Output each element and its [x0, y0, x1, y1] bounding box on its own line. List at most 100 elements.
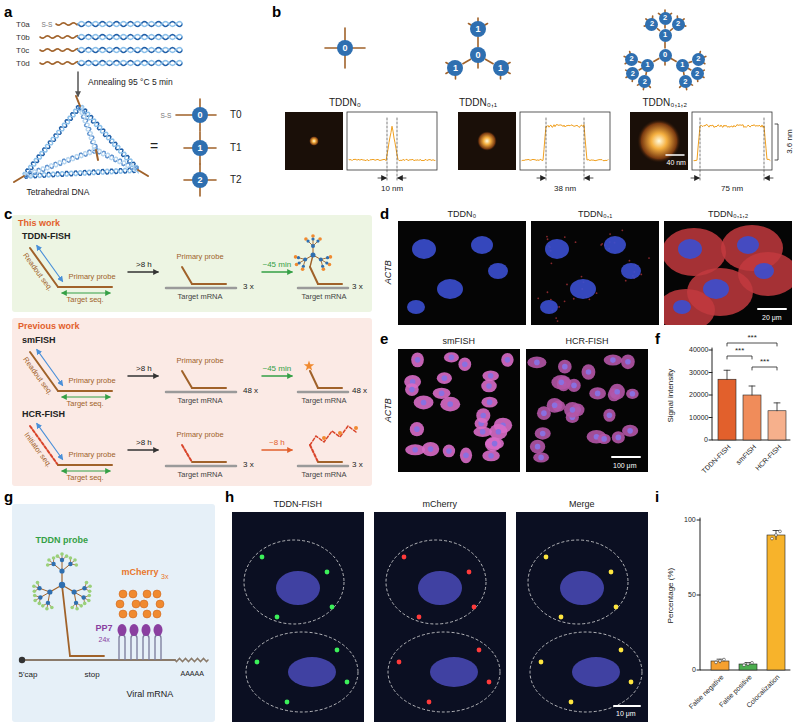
tree-joint — [82, 586, 86, 590]
nucleus — [437, 279, 463, 299]
copy-number: 3x — [161, 573, 168, 581]
data-point — [715, 661, 718, 664]
signal-dot — [581, 276, 583, 278]
panel-letter: h — [225, 488, 234, 505]
tetrahedron-edge — [95, 149, 138, 171]
nucleus — [625, 359, 631, 365]
cell-outline — [386, 540, 486, 624]
cell-body — [603, 409, 615, 422]
cell-body — [738, 252, 792, 296]
tree-joint — [72, 589, 77, 594]
scale-bar-label: 40 nm — [667, 159, 686, 167]
mrna-strand — [298, 287, 348, 290]
tree-joint — [37, 586, 41, 590]
mcherry-protein — [143, 590, 151, 598]
process-arrow — [77, 72, 79, 96]
cell-body — [609, 384, 624, 400]
rna-spot — [614, 605, 619, 610]
nucleus — [545, 239, 569, 259]
target-strand — [192, 387, 226, 389]
panel-letter: c — [4, 205, 12, 222]
sequence-label: Target seq. — [67, 400, 104, 409]
nucleus — [604, 236, 626, 254]
data-point — [743, 664, 746, 667]
bar-chart — [697, 518, 790, 670]
panel-box: Previous worksmFISHReadout seq.Primary p… — [12, 318, 372, 486]
mrna-label: Target mRNA — [302, 293, 347, 302]
fluorophore-dot — [329, 255, 333, 259]
rna-spot — [417, 615, 422, 620]
probe-scheme — [30, 350, 348, 397]
error-cap — [774, 402, 780, 403]
strand-name: T0a — [16, 20, 30, 29]
previous-work-ground — [12, 318, 372, 486]
nucleus — [462, 361, 468, 367]
node-number: 2 — [631, 70, 635, 78]
nucleus — [412, 447, 418, 453]
fluorophore-dot — [38, 602, 42, 606]
tree-link — [477, 37, 479, 47]
axis-tick — [697, 595, 700, 596]
fluorophore-dot — [75, 607, 79, 611]
node-number: 1 — [680, 61, 684, 69]
fluorophore-dot — [33, 599, 37, 603]
error-cap — [724, 370, 730, 371]
branch-arm — [96, 150, 98, 160]
stem-loop — [131, 635, 137, 660]
tree-link — [664, 25, 666, 29]
mcherry-protein — [140, 600, 148, 608]
tetrahedron-edge — [24, 150, 96, 178]
scale-bar — [666, 154, 684, 156]
signal-dot — [537, 297, 539, 299]
cell-body — [433, 388, 451, 399]
cell-outline — [246, 632, 358, 712]
tdn-node: 2 — [659, 12, 672, 25]
target-strand — [318, 461, 342, 463]
cell-body — [527, 357, 546, 369]
target-strand — [58, 286, 112, 288]
time-label: ~8 h — [269, 438, 285, 447]
equals-sign: = — [150, 138, 158, 154]
afm-particle — [477, 131, 497, 151]
readout-strand — [310, 371, 318, 388]
time-label: >8 h — [136, 364, 152, 373]
stem-loop — [155, 635, 161, 660]
fluorophore-dot — [322, 436, 326, 440]
axis-tick — [709, 395, 712, 396]
fluorophore-dot — [85, 581, 89, 585]
cell-body — [604, 355, 623, 366]
height-trace — [522, 125, 608, 161]
height-bracket — [775, 124, 778, 160]
rna-spot — [477, 648, 482, 653]
cell-body — [437, 372, 452, 384]
nucleus — [488, 373, 494, 379]
condition-label: smFISH — [443, 336, 476, 346]
rna-spot — [467, 570, 472, 575]
fluorophore-dot — [50, 606, 54, 610]
width-arrow — [537, 178, 545, 179]
fluorophore-dot — [47, 558, 51, 562]
sequence-label: Readout seq. — [21, 355, 54, 396]
step-arrow — [128, 271, 158, 273]
cell-body — [533, 452, 549, 462]
mrna-label: Target mRNA — [302, 397, 347, 406]
channel-label: TDDN-FISH — [274, 499, 323, 509]
error-bar — [776, 531, 777, 540]
fluorophore-dot — [32, 584, 36, 588]
readout-strand — [182, 445, 192, 462]
nucleus — [614, 389, 620, 395]
error-bar — [748, 663, 749, 666]
stem-loop — [119, 635, 125, 660]
micrograph-ground — [374, 512, 506, 722]
fluorophore-dot — [311, 234, 315, 238]
category-label: TDDN-FISH — [700, 443, 732, 475]
node-number: 2 — [676, 20, 680, 28]
rna-spot — [472, 605, 477, 610]
error-cap — [749, 386, 755, 387]
fluorophore-dot — [87, 594, 91, 598]
error-bar — [777, 403, 778, 411]
tdn-node: 2 — [192, 172, 208, 188]
disulfide-mark: S-S — [42, 21, 53, 28]
width-guide — [764, 118, 765, 181]
nucleus — [487, 399, 493, 405]
